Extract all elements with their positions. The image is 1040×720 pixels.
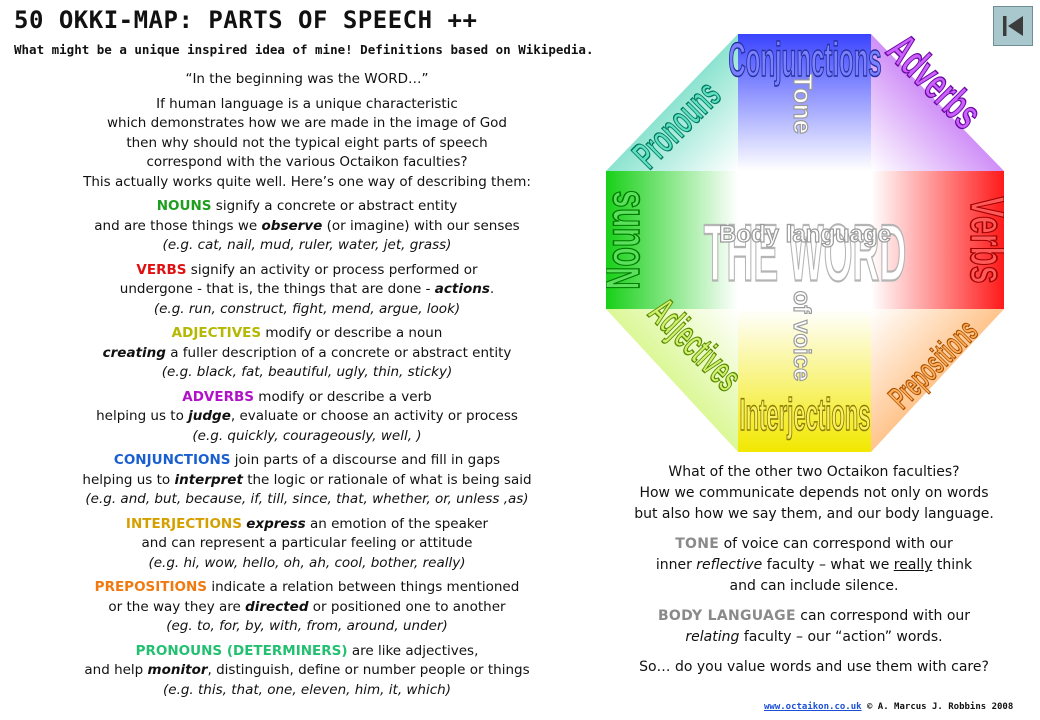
term-verbs: VERBS: [136, 261, 187, 278]
definition-adjectives: ADJECTIVES modify or describe a noun cre…: [102, 325, 512, 380]
term-prepositions: PREPOSITIONS: [94, 579, 208, 595]
body-language-paragraph: BODY LANGUAGE can correspond with our re…: [657, 608, 971, 645]
term-nouns: NOUNS: [156, 198, 212, 214]
region-bottom-left: [606, 309, 738, 452]
term-interjections: INTERJECTIONS: [125, 515, 242, 532]
region-top-left: [606, 34, 738, 171]
definition-nouns: NOUNS signify a concrete or abstract ent…: [94, 198, 520, 253]
definition-prepositions: PREPOSITIONS indicate a relation between…: [94, 579, 520, 634]
label-verbs: Verbs: [960, 196, 1004, 283]
label-conjunctions: Conjunctions: [728, 34, 881, 87]
tone-tag: TONE: [675, 536, 720, 552]
center-the-word: THE WORD: [704, 209, 906, 299]
definition-pronouns: PRONOUNS (DETERMINERS) are like adjectiv…: [84, 642, 530, 698]
intro-quote: “In the beginning was the WORD…”: [185, 71, 429, 87]
definition-adverbs: ADVERBS modify or describe a verb helpin…: [96, 388, 518, 444]
octaikon-octagon-diagram: THE WORD Body language Tone of voice Con…: [606, 34, 1004, 452]
tone-paragraph: TONE of voice can correspond with our in…: [655, 536, 973, 594]
back-button[interactable]: [993, 6, 1033, 46]
page-title: 50 OKKI-MAP: PARTS OF SPEECH ++: [14, 6, 478, 34]
definition-verbs: VERBS signify an activity or process per…: [119, 261, 495, 317]
region-right: [871, 171, 1004, 309]
website-link[interactable]: www.octaikon.co.uk: [764, 702, 862, 712]
region-bottom: [738, 309, 871, 452]
region-top: [738, 34, 871, 171]
of-voice-label: of voice: [788, 291, 815, 382]
page-subtitle: What might be a unique inspired idea of …: [14, 42, 594, 57]
term-adverbs: ADVERBS: [182, 388, 255, 405]
definitions-column: “In the beginning was the WORD…” If huma…: [20, 70, 594, 705]
region-left: [606, 171, 738, 309]
label-interjections: Interjections: [740, 389, 871, 440]
region-bottom-right: [871, 309, 1004, 452]
footer: www.octaikon.co.uk © A. Marcus J. Robbin…: [764, 702, 1013, 712]
definition-conjunctions: CONJUNCTIONS join parts of a discourse a…: [82, 452, 532, 507]
closing-questions: What of the other two Octaikon faculties…: [634, 464, 994, 522]
region-top-right: [871, 34, 1004, 171]
definition-interjections: INTERJECTIONS express an emotion of the …: [125, 515, 489, 571]
body-language-tag: BODY LANGUAGE: [657, 608, 796, 624]
copyright: © A. Marcus J. Robbins 2008: [861, 702, 1014, 712]
closing-column: What of the other two Octaikon faculties…: [608, 462, 1020, 687]
label-nouns: Nouns: [606, 190, 650, 290]
body-language-label: Body language: [719, 221, 891, 248]
closing-question: So… do you value words and use them with…: [639, 659, 989, 675]
term-pronouns: PRONOUNS (DETERMINERS): [135, 642, 348, 659]
tone-label: Tone: [788, 74, 818, 134]
term-adjectives: ADJECTIVES: [171, 325, 262, 341]
region-center: [738, 171, 871, 309]
skip-back-icon: [1003, 16, 1023, 36]
intro-paragraph: If human language is a unique characteri…: [83, 95, 531, 190]
term-conjunctions: CONJUNCTIONS: [113, 452, 231, 468]
